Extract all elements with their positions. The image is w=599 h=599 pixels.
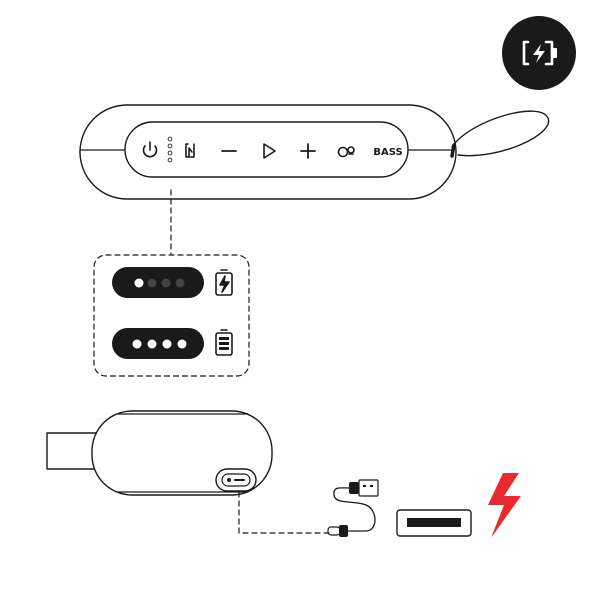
usb-power-port [397, 510, 471, 536]
bass-button-label: BASS [373, 147, 402, 158]
strap [452, 111, 549, 156]
usb-c-plug [328, 525, 348, 537]
port-leader [239, 492, 330, 533]
lightning-bolt-icon [488, 473, 521, 538]
usb-a-plug [349, 480, 378, 496]
control-panel [125, 122, 408, 177]
speaker-end-view [47, 411, 272, 495]
speaker-top-view: BASS [80, 105, 549, 199]
charging-badge-icon [502, 16, 576, 90]
led-callout [94, 255, 249, 376]
usb-cable [328, 480, 378, 537]
